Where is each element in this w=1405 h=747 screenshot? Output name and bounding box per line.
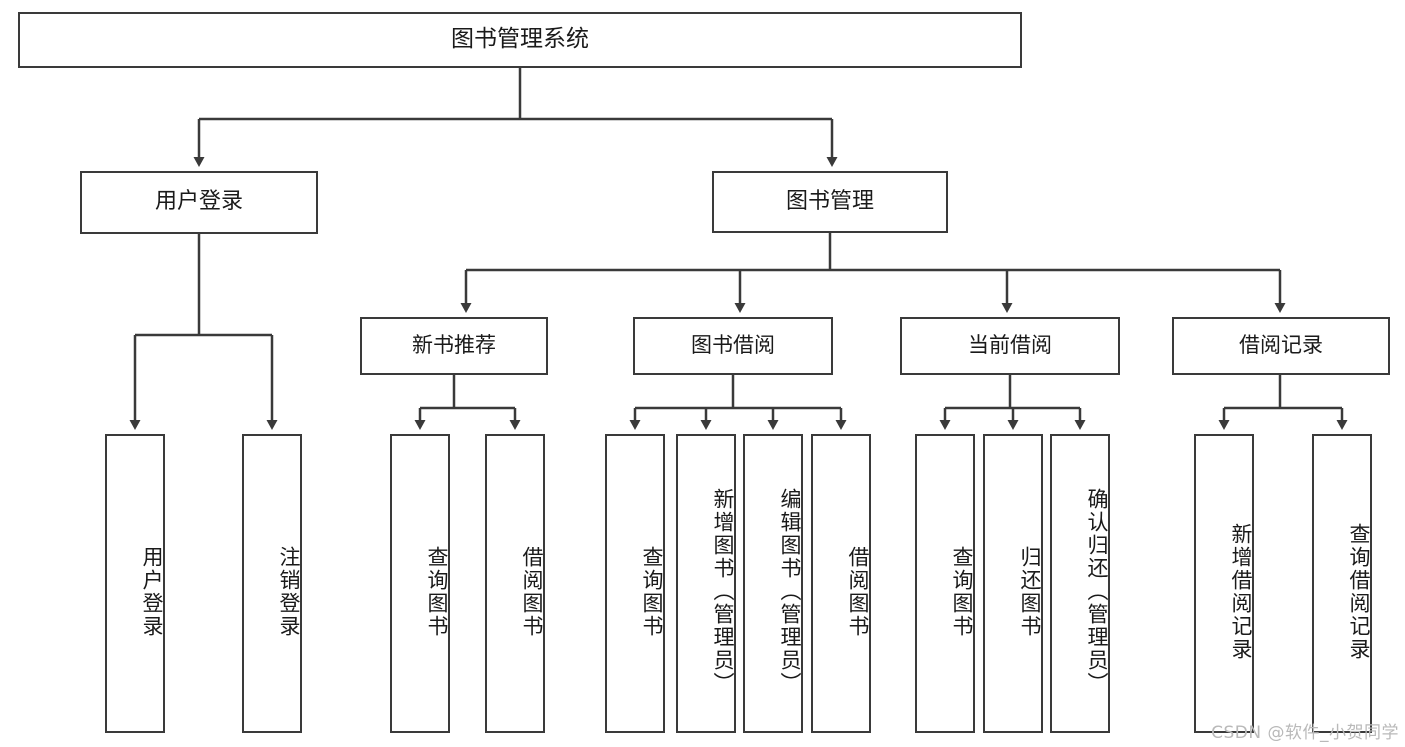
node-label: 用户登录 [140,545,164,638]
leaf-borrow-record-add[interactable]: 新增借阅记录 [1194,434,1254,733]
leaf-book-borrow-edit[interactable]: 编辑图书（管理员） [743,434,803,733]
leaf-current-borrow-confirm-return[interactable]: 确认归还（管理员） [1050,434,1110,733]
leaf-new-book-borrow[interactable]: 借阅图书 [485,434,545,733]
node-label: 借阅图书 [846,545,870,638]
node-label: 查询图书 [425,545,449,638]
node-label: 借阅图书 [520,545,544,638]
leaf-current-borrow-return[interactable]: 归还图书 [983,434,1043,733]
node-label: 当前借阅 [968,333,1052,358]
leaf-user-login-login[interactable]: 用户登录 [105,434,165,733]
leaf-user-login-logout[interactable]: 注销登录 [242,434,302,733]
leaf-book-borrow-borrow[interactable]: 借阅图书 [811,434,871,733]
node-label: 确认归还（管理员） [1085,488,1109,695]
node-label: 新书推荐 [412,333,496,358]
node-user-login[interactable]: 用户登录 [80,171,318,234]
node-label: 查询图书 [640,545,664,638]
node-new-book-recommend[interactable]: 新书推荐 [360,317,548,375]
leaf-borrow-record-query[interactable]: 查询借阅记录 [1312,434,1372,733]
node-borrow-record[interactable]: 借阅记录 [1172,317,1390,375]
node-book-borrow[interactable]: 图书借阅 [633,317,833,375]
node-label: 用户登录 [154,189,243,215]
node-current-borrow[interactable]: 当前借阅 [900,317,1120,375]
node-label: 注销登录 [277,545,301,638]
node-label: 图书管理系统 [451,26,589,53]
node-label: 图书管理 [785,188,874,214]
node-label: 新增图书（管理员） [711,488,735,695]
node-label: 借阅记录 [1239,333,1323,358]
node-label: 编辑图书（管理员） [778,488,802,695]
node-label: 新增借阅记录 [1229,522,1253,661]
leaf-new-book-query[interactable]: 查询图书 [390,434,450,733]
node-label: 归还图书 [1018,545,1042,638]
node-label: 图书借阅 [691,333,775,358]
leaf-current-borrow-query[interactable]: 查询图书 [915,434,975,733]
node-root-system[interactable]: 图书管理系统 [18,12,1022,68]
leaf-book-borrow-query[interactable]: 查询图书 [605,434,665,733]
node-label: 查询借阅记录 [1347,522,1371,661]
node-book-management[interactable]: 图书管理 [712,171,948,233]
watermark-text: CSDN @软件_小贺同学 [1211,723,1399,743]
leaf-book-borrow-add[interactable]: 新增图书（管理员） [676,434,736,733]
node-label: 查询图书 [950,545,974,638]
